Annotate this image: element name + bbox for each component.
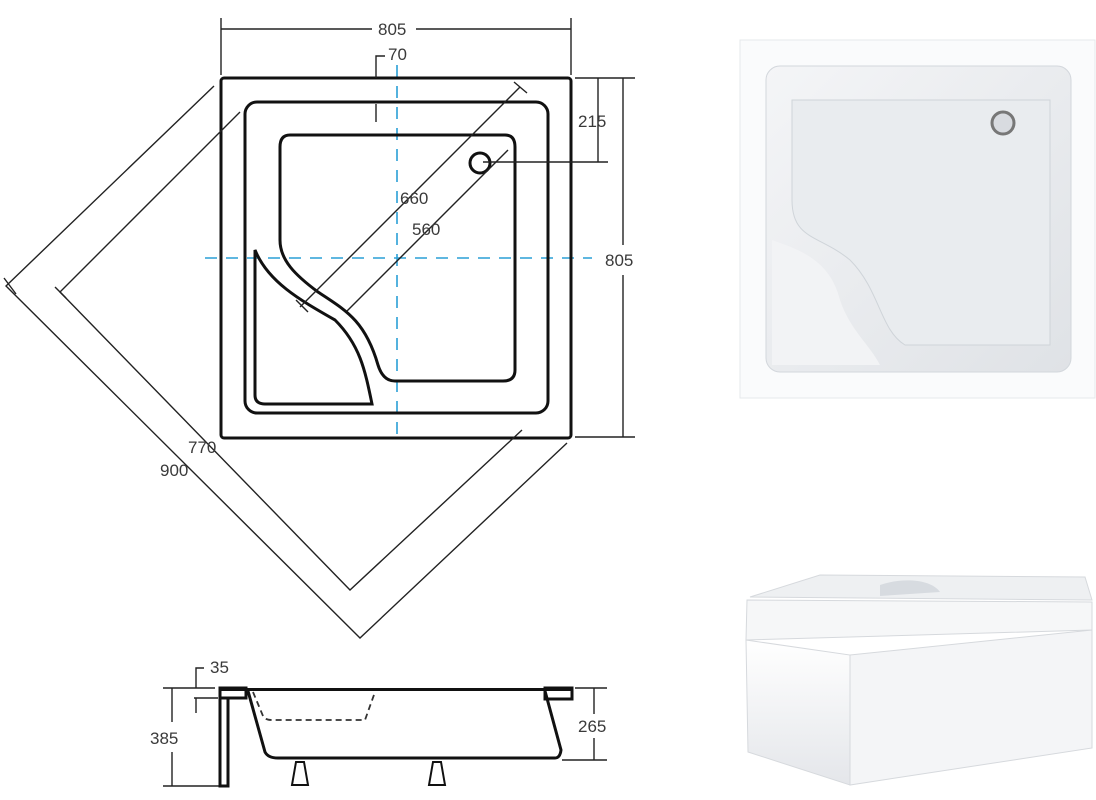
diagonal-660-dimension: 660: [400, 189, 428, 208]
side-view: 385 35 265: [150, 658, 607, 788]
corner-770-dimension: 770: [188, 438, 216, 457]
diagonal-560-dimension: 560: [412, 220, 440, 239]
tray-rim: [243, 100, 550, 415]
drain-offset-dimension: 215: [578, 112, 606, 131]
width-dimension: 805: [378, 20, 406, 39]
plan-view: 805 70 805 215 660 560 770 900: [3, 18, 635, 639]
corner-900-dimension: 900: [160, 461, 188, 480]
rim-thickness-dimension: 35: [210, 658, 229, 677]
drain-icon: [990, 110, 1016, 136]
rim-dimension: 70: [388, 45, 407, 64]
seat-outline: [253, 249, 374, 406]
tray-outline: [219, 76, 573, 440]
basin-outline: [278, 133, 517, 383]
height-dimension: 805: [605, 251, 633, 270]
tray-3d-photo: [745, 574, 1093, 786]
tray-top-photo: [739, 39, 1096, 399]
total-height-dimension: 385: [150, 729, 178, 748]
tray-depth-dimension: 265: [578, 717, 606, 736]
drain-icon: [468, 151, 492, 175]
